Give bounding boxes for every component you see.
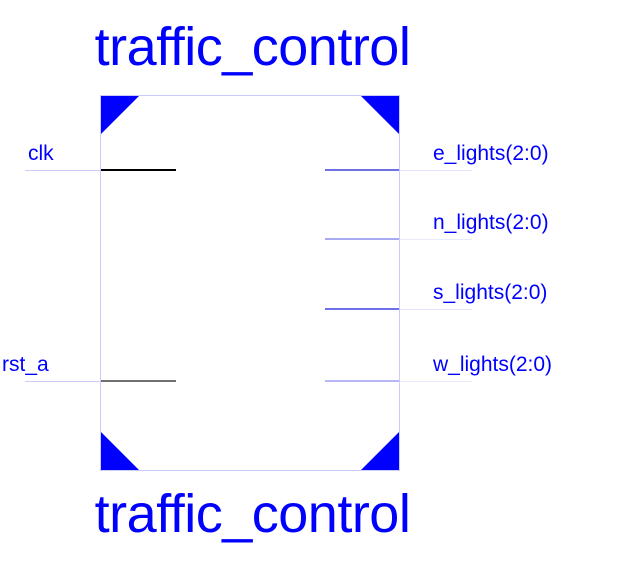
corner-triangle-bottom-left-icon <box>101 432 139 470</box>
pin-label-n_lights[interactable]: n_lights(2:0) <box>433 211 549 234</box>
pin-label-w_lights[interactable]: w_lights(2:0) <box>433 353 553 376</box>
pin-wire-outer-e_lights[interactable] <box>400 170 472 171</box>
pin-label-rst_a[interactable]: rst_a <box>2 353 49 376</box>
corner-triangle-top-right-icon <box>361 96 399 134</box>
pin-wire-outer-w_lights[interactable] <box>400 381 472 382</box>
pin-label-clk[interactable]: clk <box>28 142 54 165</box>
module-title-top: traffic_control <box>94 17 411 77</box>
pin-wire-outer-n_lights[interactable] <box>400 239 472 240</box>
pin-label-e_lights[interactable]: e_lights(2:0) <box>433 142 549 165</box>
module-title-bottom: traffic_control <box>94 484 411 544</box>
pin-wire-inner-w_lights[interactable] <box>325 380 400 382</box>
pin-wire-inner-n_lights[interactable] <box>325 238 400 240</box>
pin-label-s_lights[interactable]: s_lights(2:0) <box>433 281 548 304</box>
pin-wire-outer-s_lights[interactable] <box>400 309 472 310</box>
corner-triangle-bottom-right-icon <box>361 432 399 470</box>
pin-wire-inner-e_lights[interactable] <box>325 169 400 171</box>
pin-wire-inner-clk[interactable] <box>101 169 176 171</box>
corner-triangle-top-left-icon <box>101 96 139 134</box>
symbol-body-box[interactable] <box>100 95 400 471</box>
pin-wire-inner-rst_a[interactable] <box>101 380 176 382</box>
pin-wire-outer-clk[interactable] <box>25 170 101 171</box>
pin-wire-outer-rst_a[interactable] <box>25 381 101 382</box>
pin-wire-inner-s_lights[interactable] <box>325 308 400 310</box>
